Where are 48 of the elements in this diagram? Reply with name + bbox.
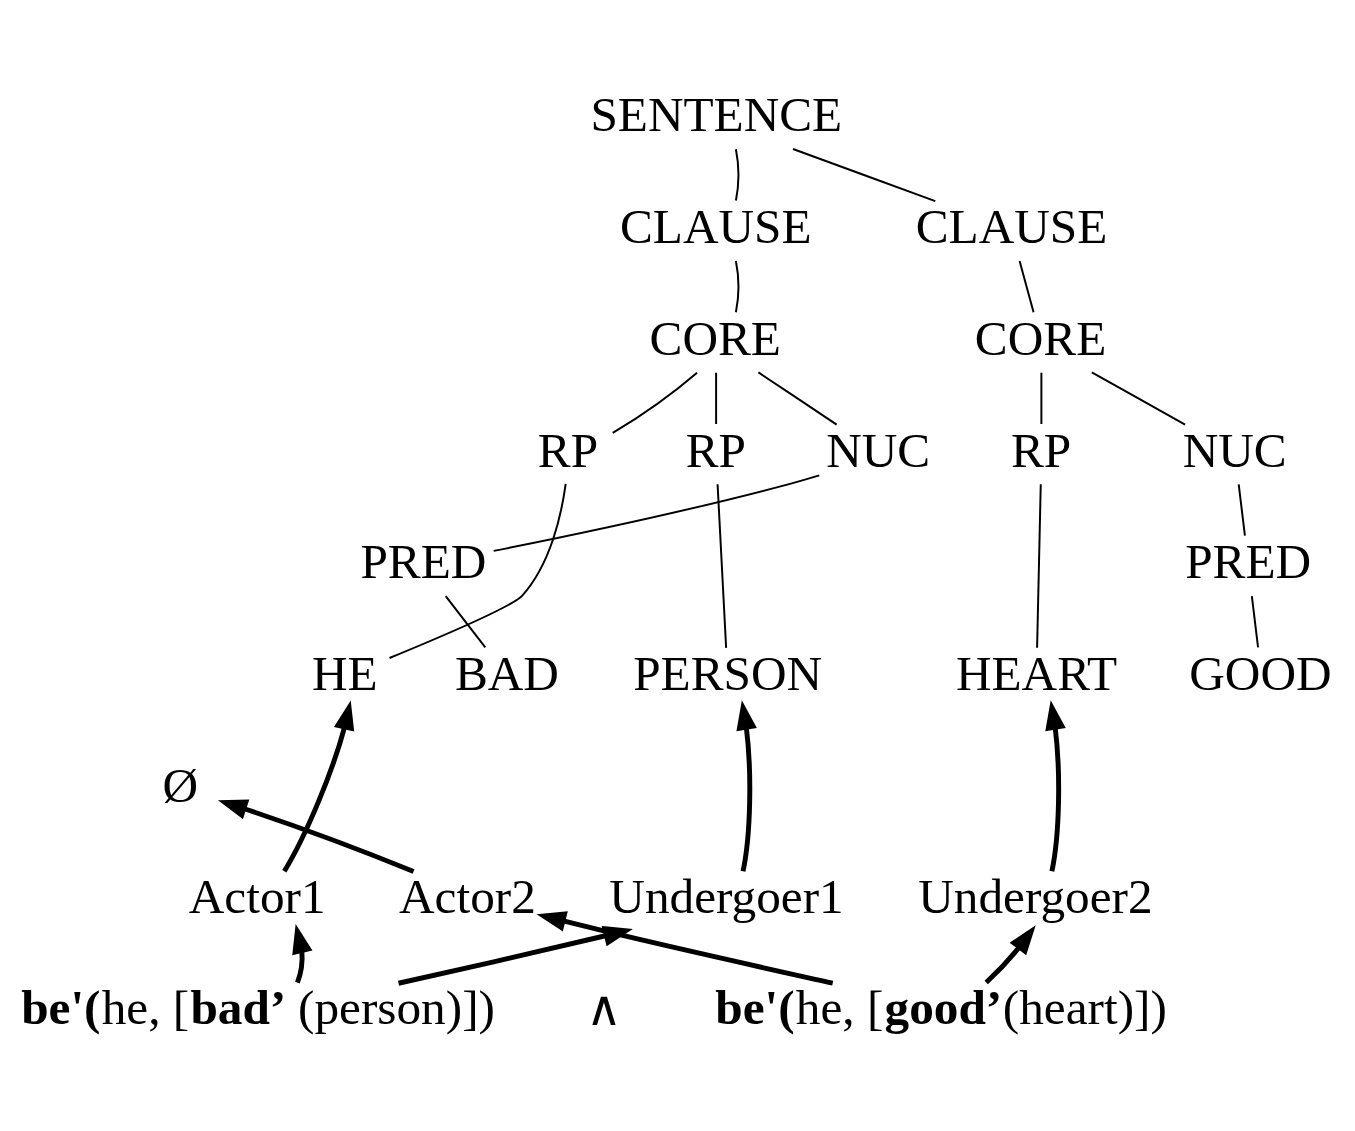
arrow bbox=[984, 924, 1036, 984]
node-text: CLAUSE bbox=[620, 198, 812, 254]
node-text: NUC bbox=[826, 422, 931, 478]
arrow bbox=[536, 910, 834, 986]
node-text: PRED bbox=[360, 533, 487, 589]
arrow bbox=[292, 923, 313, 983]
node-text: BAD bbox=[454, 645, 559, 701]
connector bbox=[492, 473, 821, 552]
node-text: be'(he, [bad’ (person)]) bbox=[21, 979, 495, 1035]
node-text: RP bbox=[537, 422, 599, 478]
node-text: HE bbox=[311, 645, 378, 701]
connector bbox=[611, 371, 699, 434]
node-text: PRED bbox=[1185, 533, 1312, 589]
node-text: Ø bbox=[162, 757, 199, 813]
connector bbox=[757, 370, 838, 426]
node-text: GOOD bbox=[1189, 645, 1332, 701]
node-text: CLAUSE bbox=[915, 198, 1108, 254]
node-text: RP bbox=[1011, 422, 1072, 478]
connector bbox=[1040, 371, 1043, 425]
node-text: be'(he, [good’(heart)]) bbox=[715, 979, 1167, 1035]
label: ∧ bbox=[586, 980, 623, 1036]
connector bbox=[715, 371, 718, 425]
node-text: SENTENCE bbox=[590, 86, 843, 142]
arrow bbox=[736, 699, 757, 872]
node-text: Undergoer2 bbox=[918, 868, 1153, 924]
arrow bbox=[217, 798, 415, 874]
arrow bbox=[1045, 699, 1066, 872]
node-text: CORE bbox=[649, 310, 781, 366]
node-text: HEART bbox=[955, 645, 1118, 701]
node-text: NUC bbox=[1182, 422, 1287, 478]
node-text: CORE bbox=[974, 310, 1107, 366]
connector bbox=[1250, 594, 1260, 648]
node-text: Actor2 bbox=[399, 868, 536, 924]
connector bbox=[1036, 482, 1042, 649]
node-text: PERSON bbox=[633, 645, 823, 701]
connector bbox=[1018, 259, 1035, 313]
connector bbox=[716, 482, 728, 649]
node-text: Undergoer1 bbox=[609, 868, 844, 924]
node-text: RP bbox=[685, 422, 746, 478]
connector bbox=[792, 147, 937, 202]
arrow bbox=[282, 699, 355, 872]
connector bbox=[734, 259, 740, 313]
connector bbox=[444, 594, 487, 648]
connector bbox=[1090, 370, 1187, 426]
connector bbox=[388, 482, 567, 659]
connector bbox=[734, 147, 740, 202]
connector bbox=[1237, 482, 1246, 537]
node-text: Actor1 bbox=[188, 868, 326, 924]
